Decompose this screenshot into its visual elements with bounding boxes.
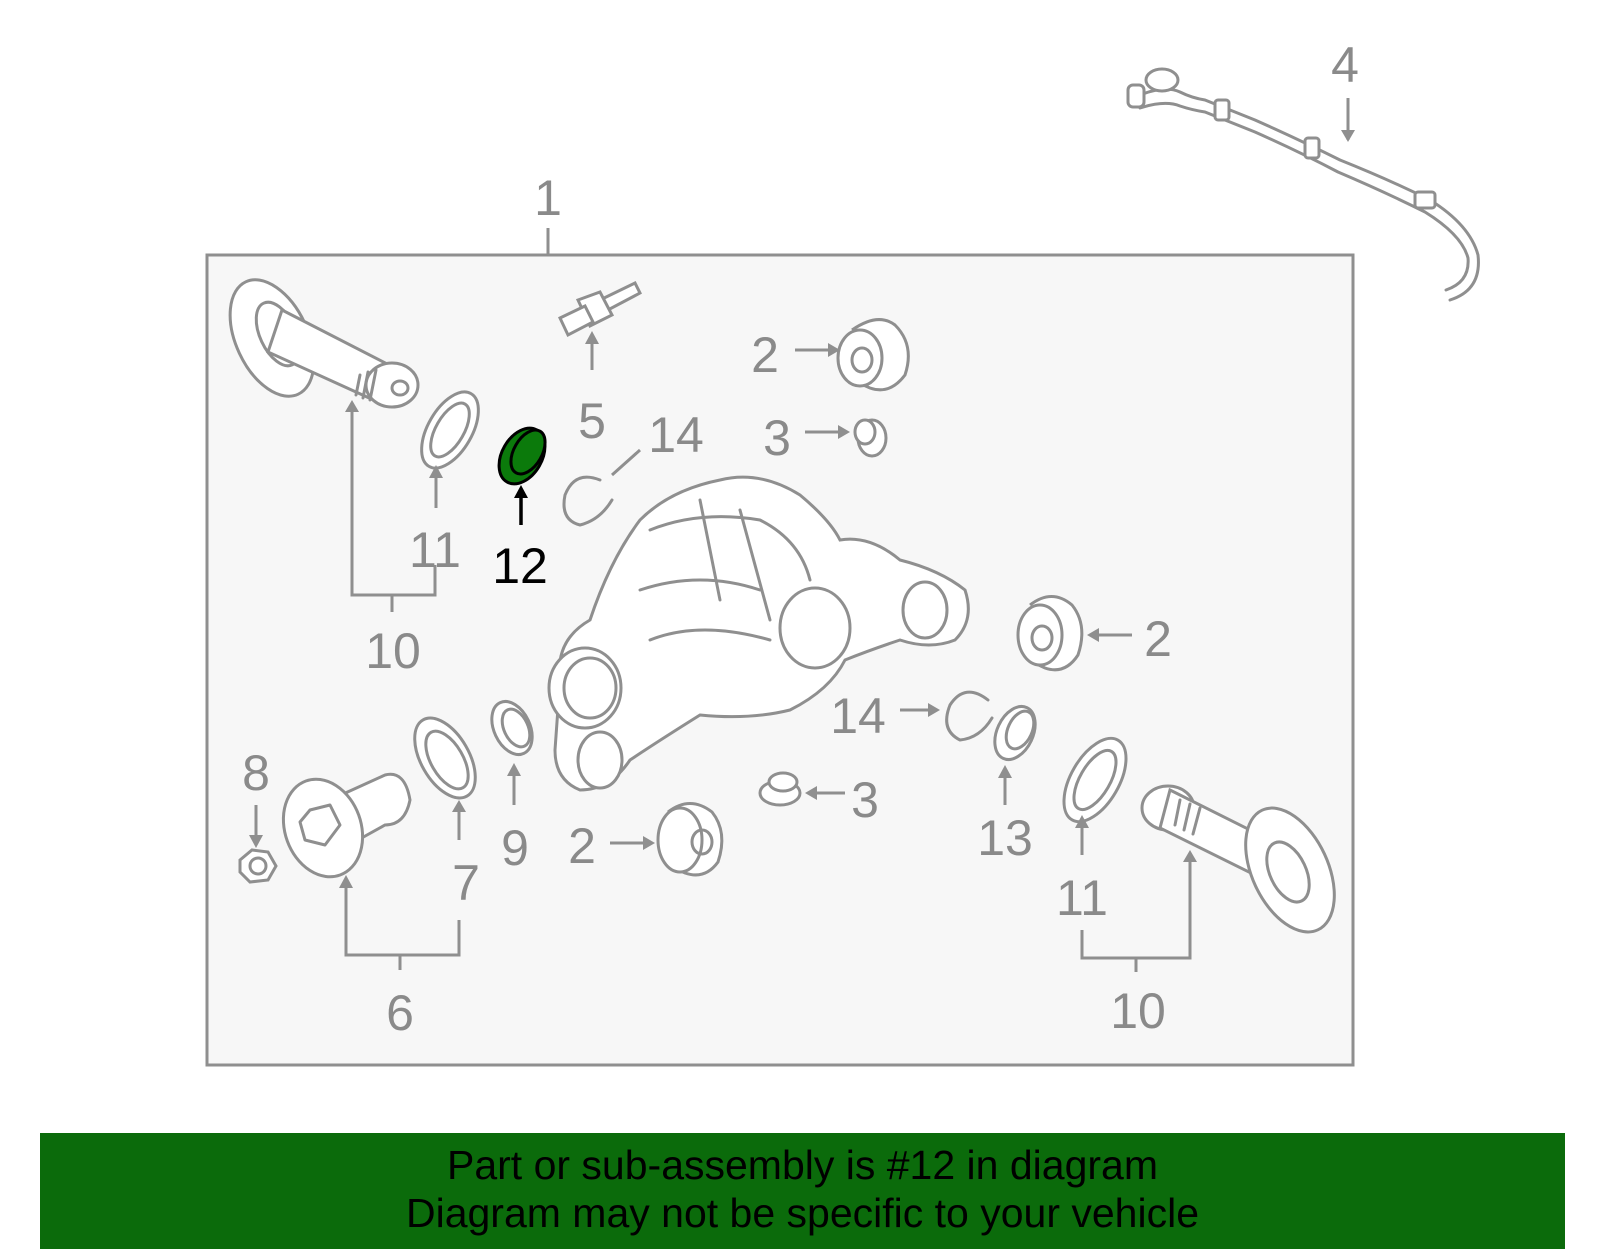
part-7-seal <box>413 716 477 800</box>
callout-3a: 3 <box>763 410 791 466</box>
callout-9-arrowhead <box>507 763 521 776</box>
callout-3a-arrowhead <box>838 425 850 439</box>
part-9-seal <box>490 700 534 756</box>
callout-8: 8 <box>242 745 270 801</box>
callout-2c-arrowhead <box>643 836 655 850</box>
callout-14a: 14 <box>648 407 704 463</box>
part-12-seal-highlighted <box>497 426 547 486</box>
callout-5-arrowhead <box>585 331 599 344</box>
callout-10b-arrowhead <box>1183 850 1197 862</box>
part-2-bushing-upper <box>836 318 910 392</box>
callout-11a: 11 <box>409 522 461 578</box>
callout-2b-arrowhead <box>1087 628 1099 642</box>
part-10-output-flange-right <box>1140 784 1336 934</box>
callout-10a: 10 <box>365 623 421 679</box>
callout-13: 13 <box>977 810 1033 866</box>
part-8-nut <box>238 848 278 884</box>
callout-6-arrowhead <box>339 875 353 888</box>
callout-11b: 11 <box>1056 870 1108 926</box>
callout-12: 12 <box>492 538 548 594</box>
callout-3b: 3 <box>851 772 879 828</box>
callout-9: 9 <box>501 820 529 876</box>
banner-line-disclaimer: Diagram may not be specific to your vehi… <box>405 1190 1199 1236</box>
callout-12-arrowhead <box>514 485 528 498</box>
callout-5: 5 <box>578 393 606 449</box>
callout-14b: 14 <box>830 688 886 744</box>
part-6-input-flange <box>281 772 412 879</box>
callout-6-bracket <box>344 880 461 957</box>
callout-8-arrowhead <box>249 835 263 848</box>
part-5-bolt <box>558 281 642 338</box>
part-3-plug-lower <box>758 771 802 807</box>
part-10-output-flange-left <box>228 278 420 409</box>
callout-11b-arrowhead <box>1075 815 1089 828</box>
callout-2a-arrowhead <box>828 343 840 357</box>
callout-2c: 2 <box>568 818 596 874</box>
callout-2b: 2 <box>1144 611 1172 667</box>
callout-10a-arrowhead <box>345 400 359 412</box>
part-3-plug-upper <box>853 418 888 458</box>
part-11-seal-left <box>420 390 480 470</box>
callout-6: 6 <box>386 985 414 1041</box>
banner-line-part: Part or sub-assembly is #12 in diagram <box>447 1142 1158 1188</box>
callout-14b-arrowhead <box>928 703 940 717</box>
part-13-seal <box>993 705 1037 761</box>
callout-2a: 2 <box>751 327 779 383</box>
part-14-snap-ring-lower <box>945 690 994 742</box>
callout-4: 4 <box>1331 37 1359 93</box>
part-2-bushing-right <box>1016 595 1084 672</box>
callout-3b-arrowhead <box>805 786 817 800</box>
part-11-seal-right <box>1062 736 1128 824</box>
differential-housing <box>547 475 970 792</box>
callout-10b: 10 <box>1110 983 1166 1039</box>
callout-14a-leader <box>611 448 641 477</box>
callout-1: 1 <box>534 170 562 226</box>
part-4-vent-hose <box>1126 67 1480 302</box>
part-2-bushing-lower <box>656 802 724 877</box>
callout-11a-arrowhead <box>429 465 443 478</box>
info-banner: Part or sub-assembly is #12 in diagram D… <box>40 1133 1565 1249</box>
callout-13-arrowhead <box>998 765 1012 778</box>
callout-4-arrowhead <box>1341 130 1355 142</box>
part-14-snap-ring-upper <box>562 475 614 527</box>
callout-7-arrowhead <box>452 800 466 812</box>
callout-7: 7 <box>452 855 480 911</box>
